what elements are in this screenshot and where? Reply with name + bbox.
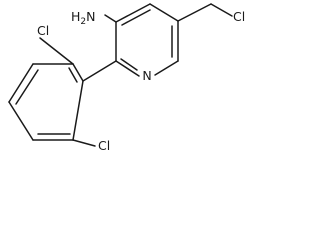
bond-c2a-cl bbox=[39, 37, 74, 65]
bond-c4-c5 bbox=[149, 3, 179, 22]
aryl-cl-top-label: Cl bbox=[37, 23, 49, 38]
bond-c6a-cl bbox=[72, 139, 96, 147]
aryl-cl-bottom-label: Cl bbox=[98, 138, 110, 153]
bond-c3-c4-inner bbox=[121, 9, 151, 26]
bond-c1a-c2a bbox=[72, 63, 84, 82]
amine-label: H2N bbox=[71, 9, 96, 27]
bond-c6a-c1a bbox=[72, 80, 84, 141]
bond-c3-c4 bbox=[115, 3, 151, 23]
bond-c5-ch2 bbox=[177, 3, 212, 22]
chloromethyl-cl-label: Cl bbox=[233, 9, 245, 24]
bond-c3-nh2 bbox=[104, 14, 117, 23]
bond-c3a-c4a bbox=[8, 63, 34, 103]
bond-c2-aryl bbox=[82, 60, 117, 82]
bond-c1a-c2a-inner bbox=[68, 67, 78, 83]
bond-c3a-c4a-inner bbox=[15, 69, 39, 105]
bond-n1-c2 bbox=[115, 60, 140, 77]
ring-nitrogen-label: N bbox=[142, 68, 151, 83]
bond-ch2-cl bbox=[210, 3, 233, 17]
bond-c4a-c5a bbox=[8, 101, 34, 141]
bond-n1-c2-inner bbox=[120, 58, 138, 71]
bond-c6-n1 bbox=[154, 60, 179, 76]
chemical-structure: H2N N Cl Cl Cl bbox=[8, 3, 245, 153]
